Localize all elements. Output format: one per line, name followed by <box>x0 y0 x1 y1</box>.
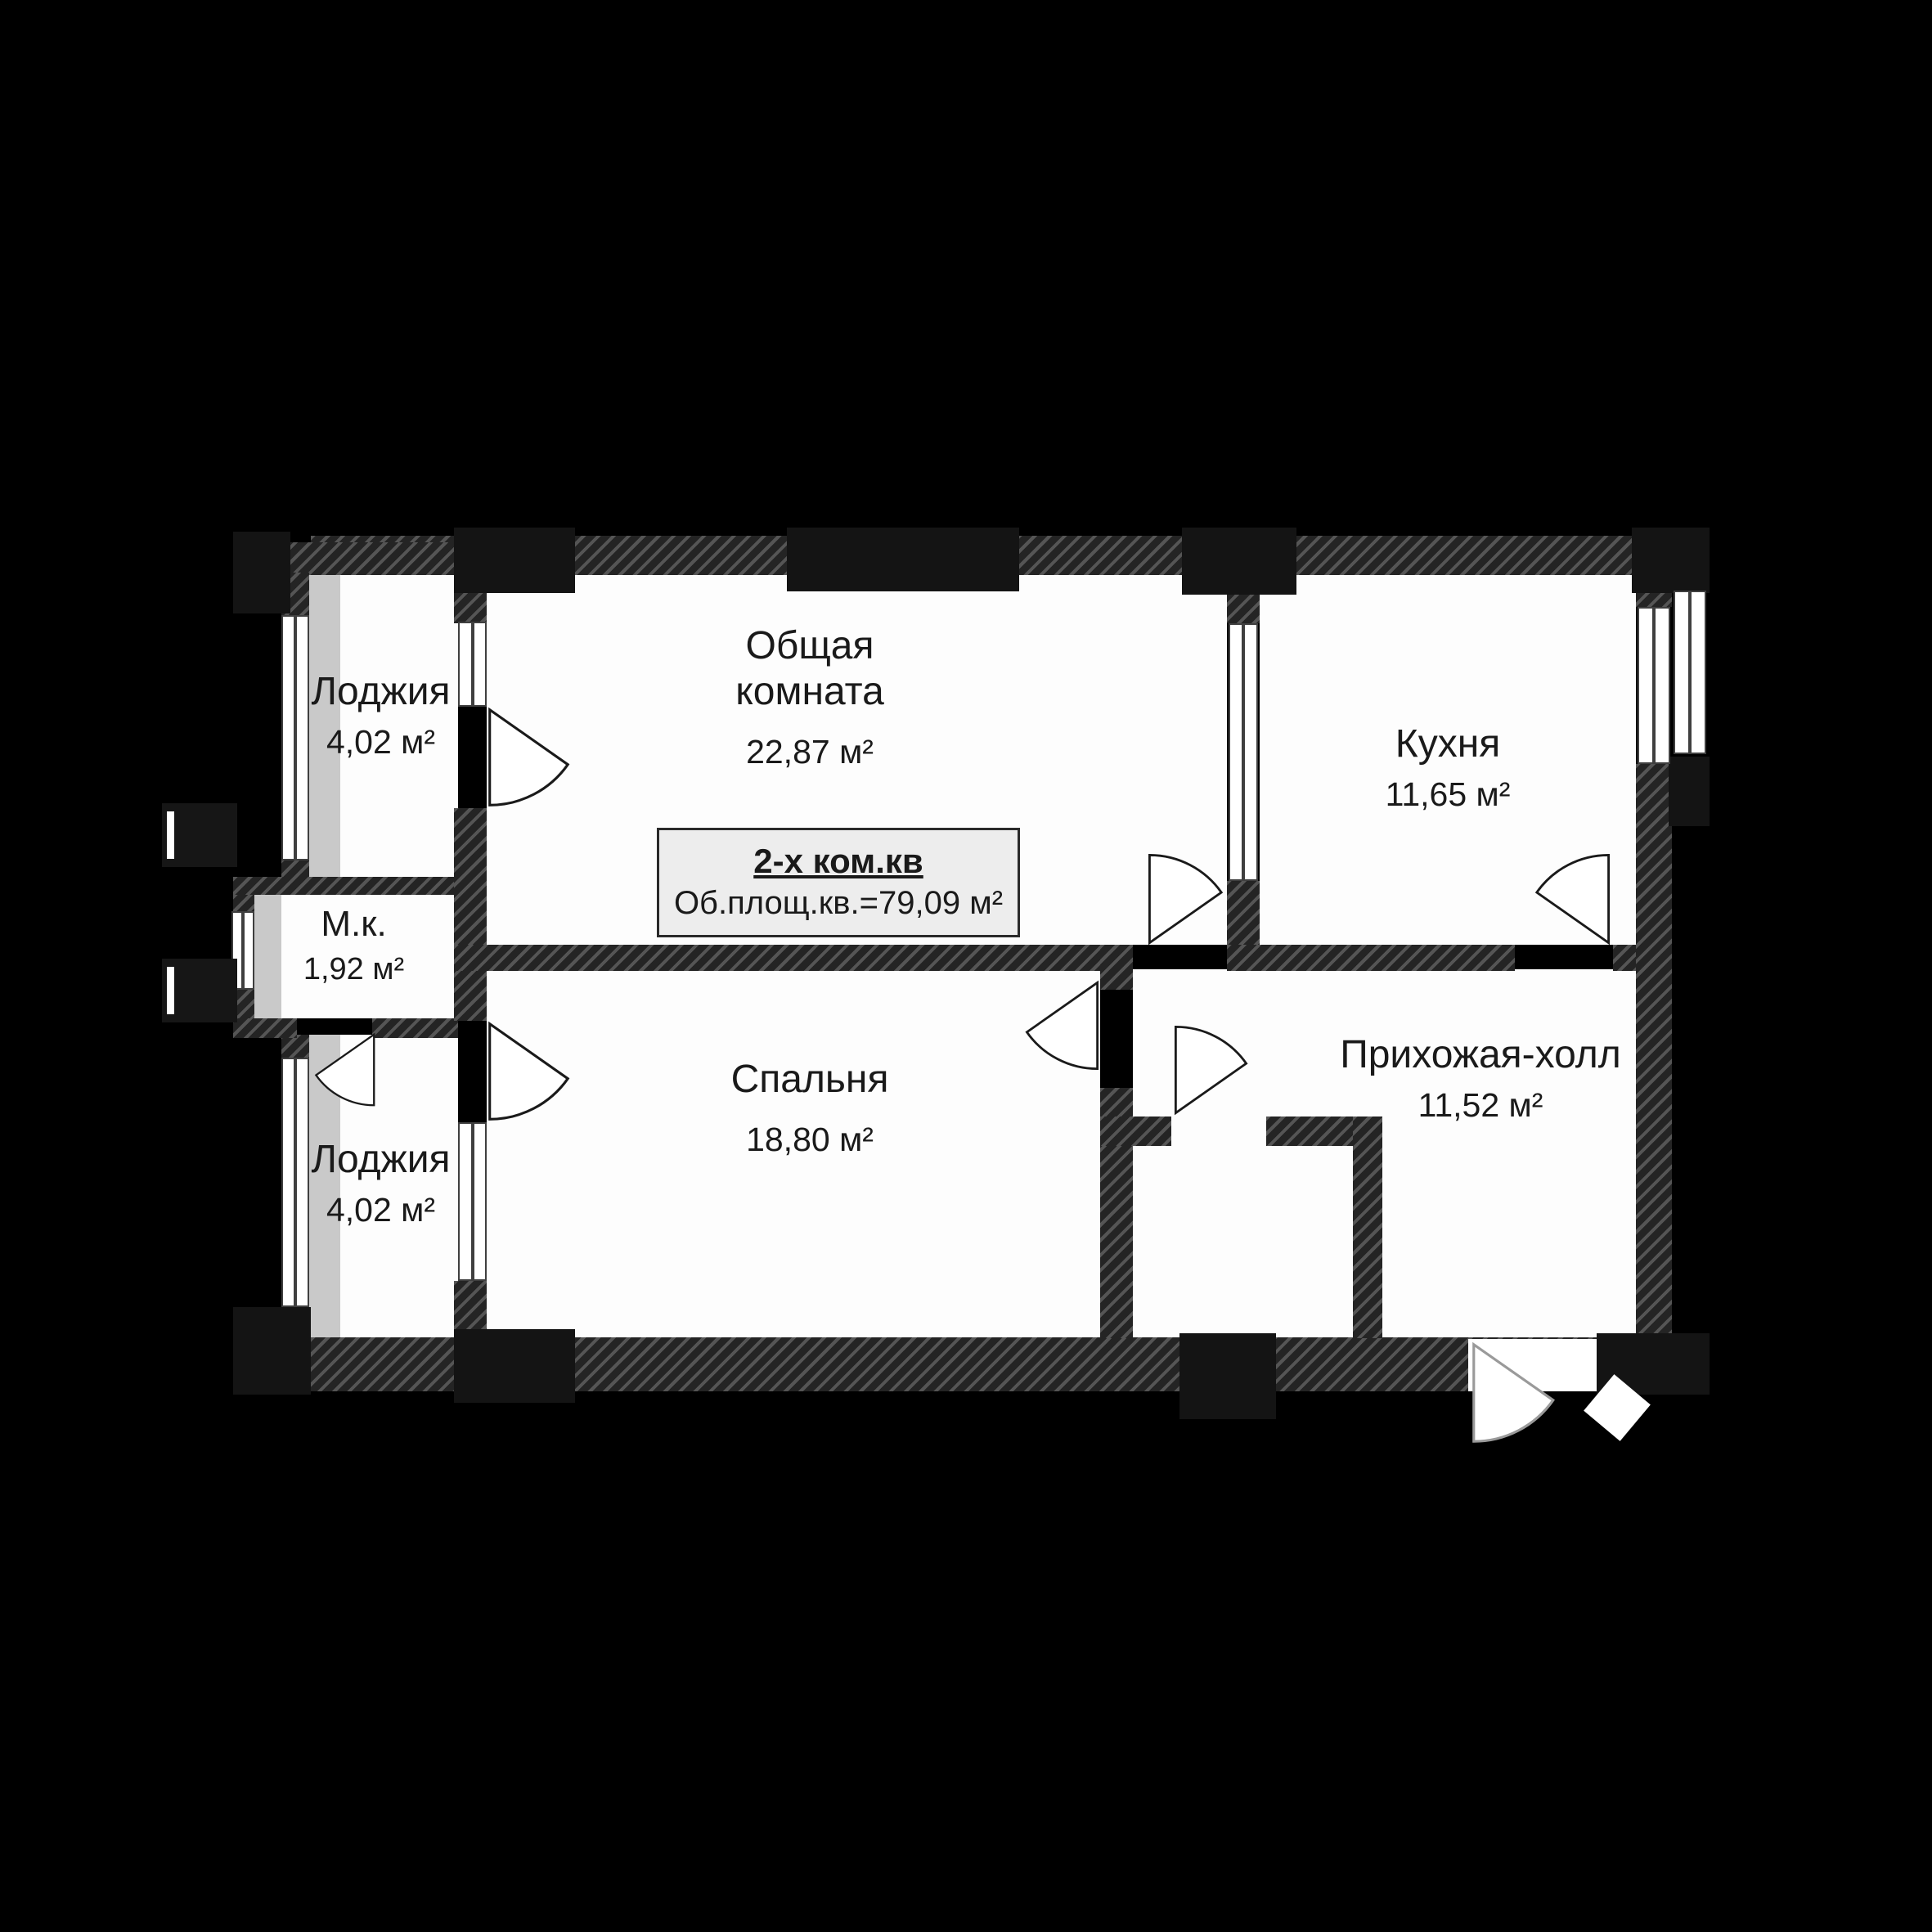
pier <box>454 528 575 593</box>
room-area: 22,87 м² <box>746 733 874 771</box>
room-label-hallway: Прихожая-холл 11,52 м² <box>1272 1032 1689 1124</box>
room-name: Кухня <box>1395 722 1501 766</box>
room-area: 4,02 м² <box>326 1191 436 1229</box>
window <box>1638 607 1670 764</box>
wall <box>1100 1117 1171 1146</box>
window <box>281 1058 309 1307</box>
wall <box>1636 764 1672 1338</box>
room-name: Лоджия <box>311 670 451 713</box>
pier <box>1179 1333 1276 1419</box>
mk-glazing-strip <box>254 892 281 1018</box>
room-name: Спальня <box>730 1058 889 1101</box>
room-name: Общая <box>745 624 874 667</box>
room-label-kitchen: Кухня 11,65 м² <box>1301 721 1595 813</box>
room-name: Лоджия <box>311 1138 451 1181</box>
window <box>1674 591 1706 754</box>
wall <box>281 1035 309 1059</box>
entrance-door-arc <box>1472 1341 1555 1443</box>
door-arc <box>488 707 570 806</box>
wall-stub <box>162 803 237 867</box>
pier <box>1182 528 1296 595</box>
wall <box>454 945 1133 971</box>
wall <box>1353 1117 1382 1338</box>
pier <box>787 528 1019 591</box>
pier <box>1632 528 1710 593</box>
room-label-bedroom: Спальня 18,80 м² <box>634 1057 986 1158</box>
wall <box>454 808 487 1021</box>
wall-stub <box>162 959 237 1022</box>
floor-mk <box>254 892 454 1018</box>
room-area: 11,65 м² <box>1385 775 1511 813</box>
apartment-total-area: Об.площ.кв.=79,09 м² <box>673 885 1004 921</box>
window <box>458 622 487 707</box>
floor-bedroom <box>487 969 1100 1337</box>
room-area: 4,02 м² <box>326 723 436 761</box>
room-label-loggia-bottom: Лоджия 4,02 м² <box>293 1137 469 1229</box>
room-label-common-room: Общая комната 22,87 м² <box>630 623 990 771</box>
room-area: 18,80 м² <box>746 1121 874 1158</box>
door-arc <box>1148 853 1224 946</box>
door-arc <box>1174 1025 1248 1116</box>
room-name: Прихожая-холл <box>1340 1033 1621 1076</box>
stub-window-slit <box>167 811 174 859</box>
wall <box>372 1018 458 1038</box>
loggia-top-glazing-strip <box>309 573 340 883</box>
pier <box>233 532 290 613</box>
apartment-info-box: 2-х ком.кв Об.площ.кв.=79,09 м² <box>657 828 1020 937</box>
room-label-mk: М.к. 1,92 м² <box>262 901 446 988</box>
stub-window-slit <box>167 967 174 1014</box>
wall <box>454 1281 487 1338</box>
window <box>1229 623 1258 881</box>
room-area: 11,52 м² <box>1418 1086 1543 1124</box>
door-arc <box>1534 853 1611 946</box>
room-name: М.к. <box>321 904 387 944</box>
room-area: 1,92 м² <box>303 952 405 986</box>
wall <box>233 877 458 895</box>
room-name: комната <box>735 670 884 713</box>
door-arc <box>1025 980 1099 1071</box>
apartment-type-title: 2-х ком.кв <box>753 842 923 880</box>
floor-hallway <box>1133 969 1636 1337</box>
door-arc <box>488 1021 570 1121</box>
wall <box>233 1018 297 1038</box>
pier <box>233 1307 311 1395</box>
wall <box>1100 945 1133 990</box>
pier <box>454 1329 575 1403</box>
window <box>281 615 309 860</box>
pier <box>1669 757 1710 826</box>
room-label-loggia-top: Лоджия 4,02 м² <box>293 669 469 761</box>
wall <box>233 895 254 911</box>
door-arc <box>314 1032 375 1107</box>
window <box>458 1122 487 1281</box>
wall <box>1227 945 1515 971</box>
